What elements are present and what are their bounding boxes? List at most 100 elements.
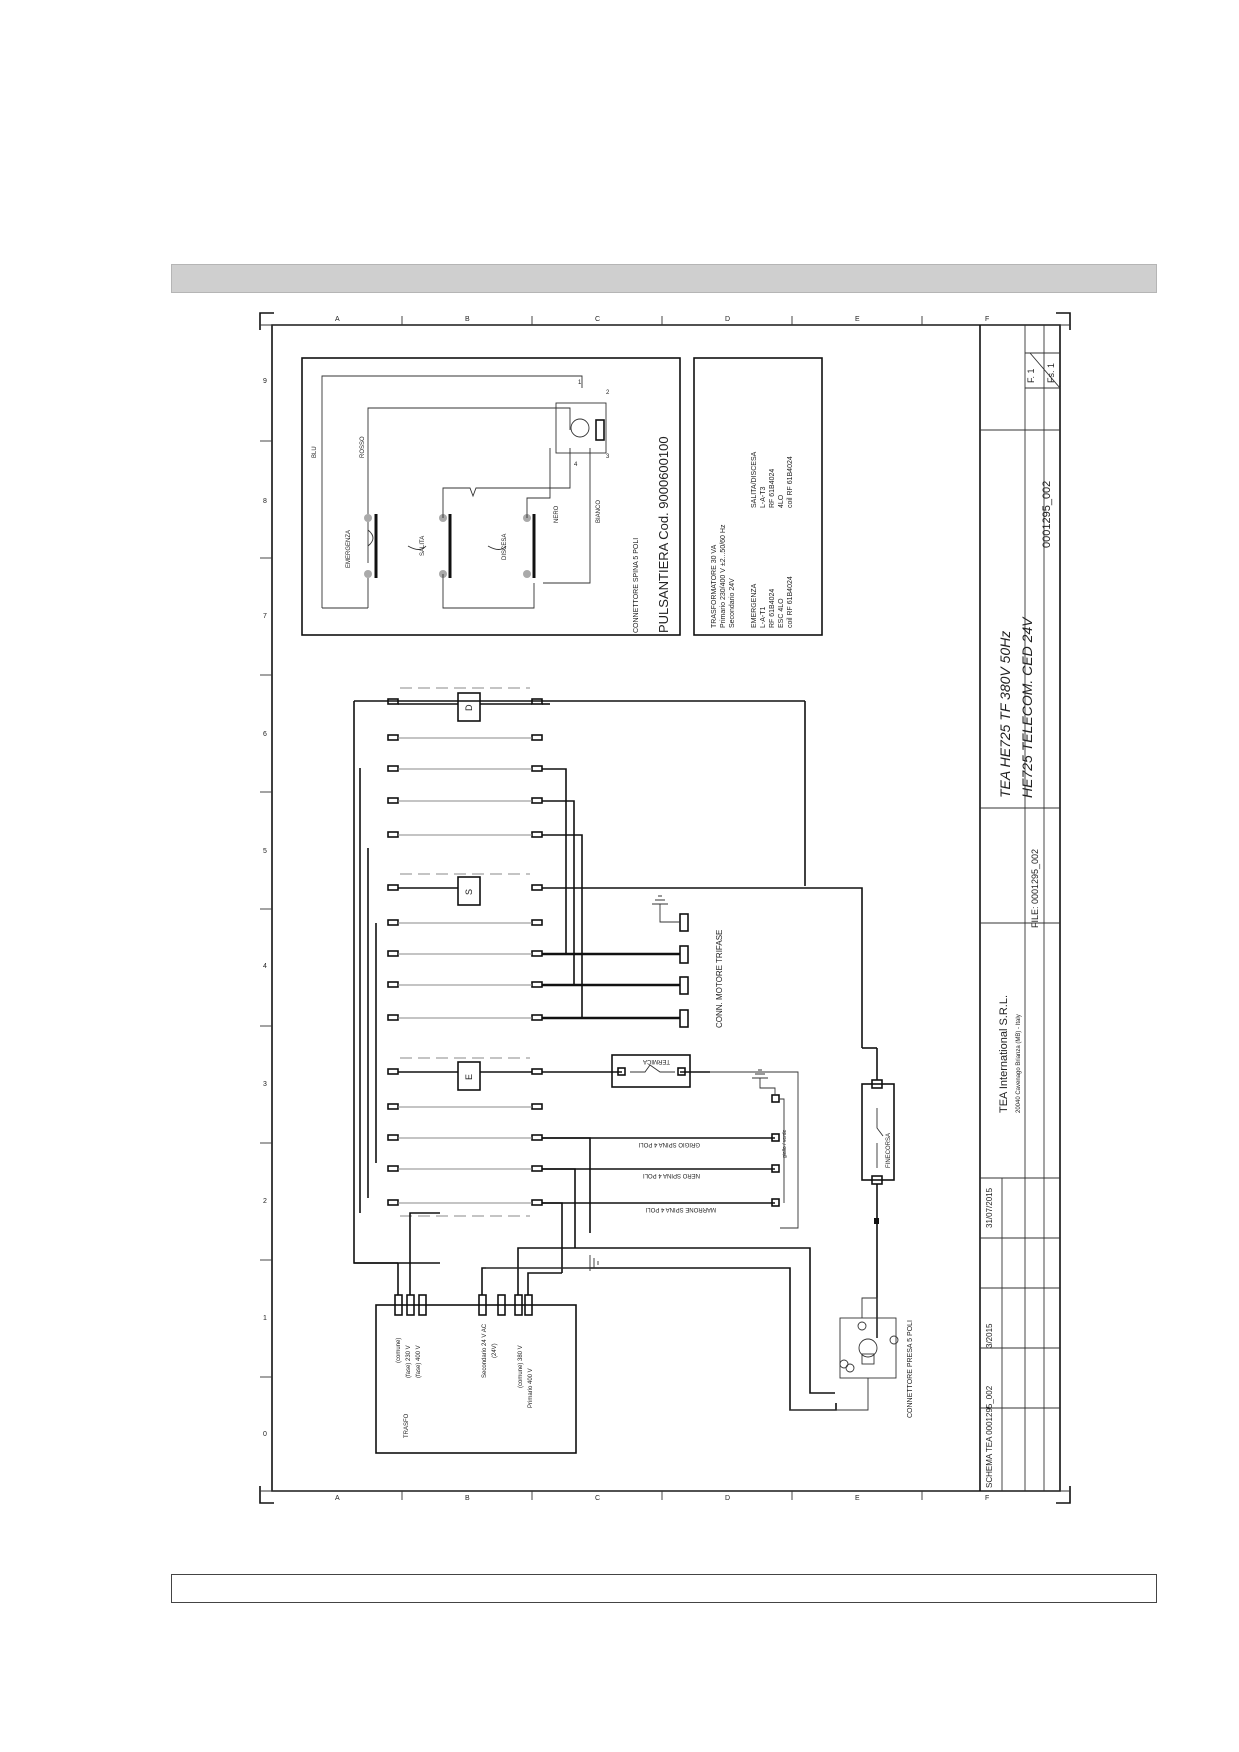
svg-text:9: 9 [263,378,267,385]
svg-text:B: B [465,316,470,323]
legend-salita-5: coil RF 61B4024 [787,456,794,508]
pulsantiera-box [301,357,681,636]
tap-label: (24V) [492,1343,498,1358]
btn-salita-label: SALITA [420,536,426,556]
wiring-diagram: A B C D E F A B C D E F 9 8 7 6 5 4 3 2 … [259,312,1071,1504]
finecorsa-label: FINECORSA [886,1133,892,1168]
tap-label: (fase) 400 V [416,1345,422,1378]
pin-label: 2 [606,390,610,396]
grid-col-labels: A B C D E F A B C D E F [335,316,989,1502]
svg-text:D: D [725,316,730,323]
legend-salita-4: 4LO [778,494,785,508]
sheets-total-label: Fs. 1 [1046,363,1056,383]
svg-text:7: 7 [263,613,267,620]
svg-text:5: 5 [263,848,267,855]
svg-text:E: E [855,1495,860,1502]
date-label: 31/07/2015 [985,1187,994,1228]
btn-discesa-label: DISCESA [502,534,508,560]
legend-emergenza-1: EMERGENZA [751,583,758,628]
doc-number: 0001295_002 [1041,481,1053,548]
svg-text:F: F [985,316,989,323]
legend-trafo-1: TRASFORMATORE 30 VA [711,544,718,628]
svg-text:E: E [464,1074,474,1080]
svg-text:0: 0 [263,1431,267,1438]
termica-box [611,1054,691,1088]
svg-text:1: 1 [263,1315,267,1322]
svg-text:A: A [335,1495,340,1502]
wire-color-label: giallo / verde [782,1129,788,1158]
title-block [979,325,1061,1491]
legend-salita-2: L-A-T3 [760,487,767,509]
rev-label: 3/2015 [985,1323,994,1348]
schematic-sheet: A B C D E F A B C D E F 9 8 7 6 5 4 3 2 … [250,308,1080,1513]
legend-emergenza-3: RF 61B4024 [769,589,776,628]
svg-text:C: C [595,316,600,323]
tap-label: (comune) [396,1338,402,1363]
svg-text:C: C [595,1495,600,1502]
grid-row-labels: 9 8 7 6 5 4 3 2 1 0 [263,378,267,1438]
connector-label: CONNETTORE SPINA 5 POLI [633,538,640,633]
grid-ticks [260,316,923,1500]
legend-emergenza-5: coil RF 61B4024 [787,576,794,628]
header-band [171,264,1157,293]
frame-corner-br [1056,1486,1071,1504]
svg-text:8: 8 [263,498,267,505]
wire-rosso-label: ROSSO [360,436,366,458]
tap-label: Primario 400 V [528,1368,534,1408]
termica-label: TERMICA [643,1058,670,1064]
legend-emergenza-4: ESC 4LO [778,598,785,628]
frame-corner-tl [259,312,274,330]
legend-trafo-3: Secondario 24V [729,578,736,628]
frame-corner-tr [1056,312,1071,330]
btn-emergenza-label: EMERGENZA [346,530,352,568]
contactor-bank: D S E CONN. MOTORE TRIFASE TERM [353,687,895,1338]
svg-text:E: E [855,316,860,323]
svg-text:D: D [725,1495,730,1502]
product-line-1: TEA HE725 TF 380V 50Hz [997,631,1013,798]
transformer-name: TRASFO [404,1413,410,1438]
svg-text:S: S [464,889,474,895]
tap-label: (comune) 380 V [518,1345,524,1388]
wire-nero-4p-label: NERO SPINA 4 POLI [643,1172,700,1178]
pulsantiera-title: PULSANTIERA Cod. 9000600100 [656,436,671,633]
svg-text:4: 4 [263,963,267,970]
schema-label: SCHEMA TEA 0001295_002 [985,1385,994,1488]
legend-box [693,357,823,636]
relay-d [457,692,481,722]
product-line-2: HE725 TELECOM. CED 24V [1019,616,1035,798]
finecorsa-box [861,1083,895,1181]
legend-salita-1: SALITA/DISCESA [751,451,758,508]
wire-blu-label: BLU [312,446,318,458]
wire-nero-label: NERO [554,505,560,523]
wire-marrone-label: MARRONE SPINA 4 POLI [645,1206,716,1212]
svg-text:3: 3 [263,1081,267,1088]
frame-corner-bl [259,1486,274,1504]
legend-emergenza-2: L-A-T1 [760,607,767,629]
motor-label: CONN. MOTORE TRIFASE [715,930,724,1028]
tap-label: (fase) 230 V [406,1345,412,1378]
svg-text:A: A [335,316,340,323]
transformer-taps [354,1212,837,1411]
bottom-connector: CONNETTORE PRESA 5 POLI [790,1297,914,1418]
pulsantiera-circuit [321,375,607,609]
wire-grigio-label: GRIGIO SPINA 4 POLI [638,1141,700,1147]
pin-label: 4 [574,462,578,468]
svg-text:2: 2 [263,1198,267,1205]
legend-trafo-2: Primario 230/400 V ±2...50/60 Hz [720,524,727,628]
svg-text:D: D [464,704,474,711]
file-label: FILE: 0001295_002 [1030,849,1040,928]
company-address: 20040 Cavenago Brianza (MB) - Italy [1016,1014,1022,1113]
relay-e [457,1061,481,1091]
legend-salita-3: RF 61B4024 [769,469,776,508]
pin-label: 1 [578,380,582,386]
svg-text:6: 6 [263,731,267,738]
svg-text:F: F [985,1495,989,1502]
pin-label: 3 [606,454,610,460]
sheet-label: F. 1 [1026,368,1036,383]
transformer-box [375,1304,577,1454]
svg-text:B: B [465,1495,470,1502]
footer-box [171,1574,1157,1603]
wire-bianco-label: BIANCO [596,500,602,523]
company-name: TEA International S.R.L. [998,995,1010,1113]
relay-s [457,876,481,906]
